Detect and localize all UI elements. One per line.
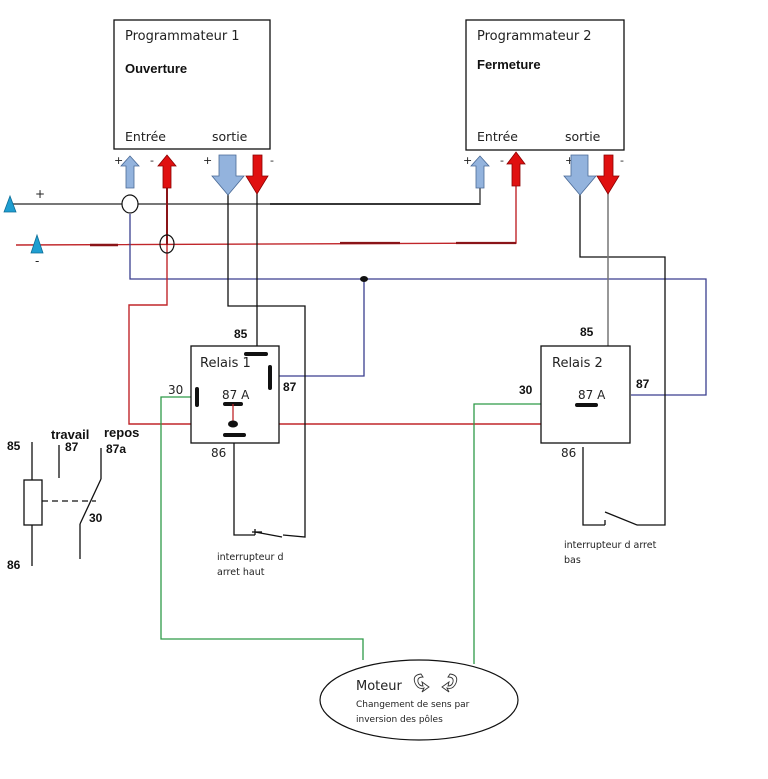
relay-1-87a-dot [228, 420, 238, 428]
programmer-2: Programmateur 2 Fermeture Entrée sortie [465, 19, 625, 151]
relay-1-pin-86: 86 [211, 446, 226, 460]
p1-in-minus-sign: - [150, 154, 154, 167]
junction-plus [121, 194, 139, 214]
programmer-2-box [465, 19, 625, 151]
relay-1-pin-87: 87 [283, 380, 297, 394]
wire-p1-out-plus [227, 192, 306, 538]
relay-1: Relais 1 85 87 87 A 30 86 [168, 327, 297, 460]
supply-plus-label: + [35, 187, 45, 201]
switch-top-label-1: interrupteur d [217, 552, 283, 563]
programmer-1-box [113, 19, 271, 150]
programmer-2-title: Programmateur 2 [477, 29, 592, 44]
relay-2-pin-87: 87 [636, 377, 650, 391]
p2-in-plus-arrow-icon [470, 155, 490, 189]
wire-minus-supply [15, 186, 517, 246]
wire-p2-out-plus [579, 192, 666, 526]
motor: Moteur Changement de sens par inversion … [319, 659, 519, 741]
legend-work-pin: 87 [65, 440, 79, 454]
programmer-1-mode: Ouverture [125, 61, 187, 76]
p1-in-minus-arrow-icon [157, 154, 177, 189]
p2-out-minus-sign: - [620, 154, 624, 167]
relay-2-pin-85: 85 [580, 325, 594, 339]
p2-in-plus-sign: + [463, 154, 472, 167]
programmer-1-title: Programmateur 1 [125, 29, 240, 44]
relay-2-pin-86: 86 [561, 446, 576, 460]
relay-2: Relais 2 85 87 87 A 30 86 [519, 325, 650, 460]
terminal-plus-icon [3, 194, 17, 213]
motor-description-2: inversion des pôles [356, 714, 443, 725]
programmer-2-output-label: sortie [565, 129, 601, 144]
switch-top-blade [254, 531, 283, 538]
programmer-2-input-label: Entrée [477, 129, 518, 144]
motor-title: Moteur [356, 679, 403, 694]
p1-in-plus-arrow-icon [120, 155, 140, 189]
motor-description-1: Changement de sens par [356, 700, 470, 710]
relay-2-box [540, 345, 631, 444]
wire-green-relay1-30 [160, 396, 364, 660]
relay-1-pin-30: 30 [168, 383, 183, 397]
relay-1-pin-87a: 87 A [222, 388, 250, 402]
wire-blue-relay1-87 [273, 279, 365, 377]
relay-1-pin-85: 85 [234, 327, 248, 341]
legend-rest-pin: 87a [106, 442, 126, 456]
switch-bottom-label-2: bas [564, 555, 581, 566]
legend-rest-label: repos [104, 425, 139, 440]
p1-out-minus-arrow-icon [245, 154, 269, 195]
programmer-1: Programmateur 1 Ouverture Entrée sortie [113, 19, 271, 150]
p2-out-plus-sign: + [565, 154, 574, 167]
p1-out-minus-sign: - [270, 154, 274, 167]
legend-work-label: travail [51, 427, 89, 442]
p1-in-plus-sign: + [114, 154, 123, 167]
switch-bottom-blade [604, 511, 638, 526]
relay-1-title: Relais 1 [200, 356, 251, 371]
p2-in-minus-arrow-icon [506, 151, 526, 187]
wire-relay2-86 [582, 447, 605, 526]
p1-out-plus-sign: + [203, 154, 212, 167]
relay-2-pin-30: 30 [519, 383, 533, 397]
junction-minus [159, 234, 175, 254]
programmer-1-input-label: Entrée [125, 129, 166, 144]
programmer-2-mode: Fermeture [477, 57, 541, 72]
legend-pin-85: 85 [7, 439, 21, 453]
p1-out-plus-arrow-icon [211, 154, 245, 196]
motor-body [319, 659, 519, 741]
legend-common-pin: 30 [89, 511, 103, 525]
switch-bottom [604, 511, 638, 526]
wire-relay1-86 [233, 437, 255, 536]
wire-plus-supply [12, 186, 481, 205]
junction-dot-blue [360, 276, 368, 282]
switch-top [252, 529, 283, 538]
relay-2-title: Relais 2 [552, 356, 603, 371]
relay-2-pin-87a: 87 A [578, 388, 606, 402]
supply-minus-label: - [35, 254, 39, 268]
p2-in-minus-sign: - [500, 154, 504, 167]
p2-out-plus-arrow-icon [563, 154, 597, 196]
relay-legend [23, 442, 102, 566]
rotate-cw-icon [441, 673, 458, 693]
terminal-minus-icon [30, 233, 44, 254]
rotate-ccw-icon [413, 673, 430, 693]
wire-green-relay2-30 [473, 403, 541, 664]
legend-pin-86: 86 [7, 558, 21, 572]
legend-coil [23, 479, 43, 526]
wire-blue-common [129, 214, 707, 396]
switch-top-label-2: arret haut [217, 567, 265, 578]
legend-switch-blade [79, 478, 102, 525]
programmer-1-output-label: sortie [212, 129, 248, 144]
switch-bottom-label-1: interrupteur d arret [564, 540, 657, 551]
p2-out-minus-arrow-icon [596, 154, 620, 195]
